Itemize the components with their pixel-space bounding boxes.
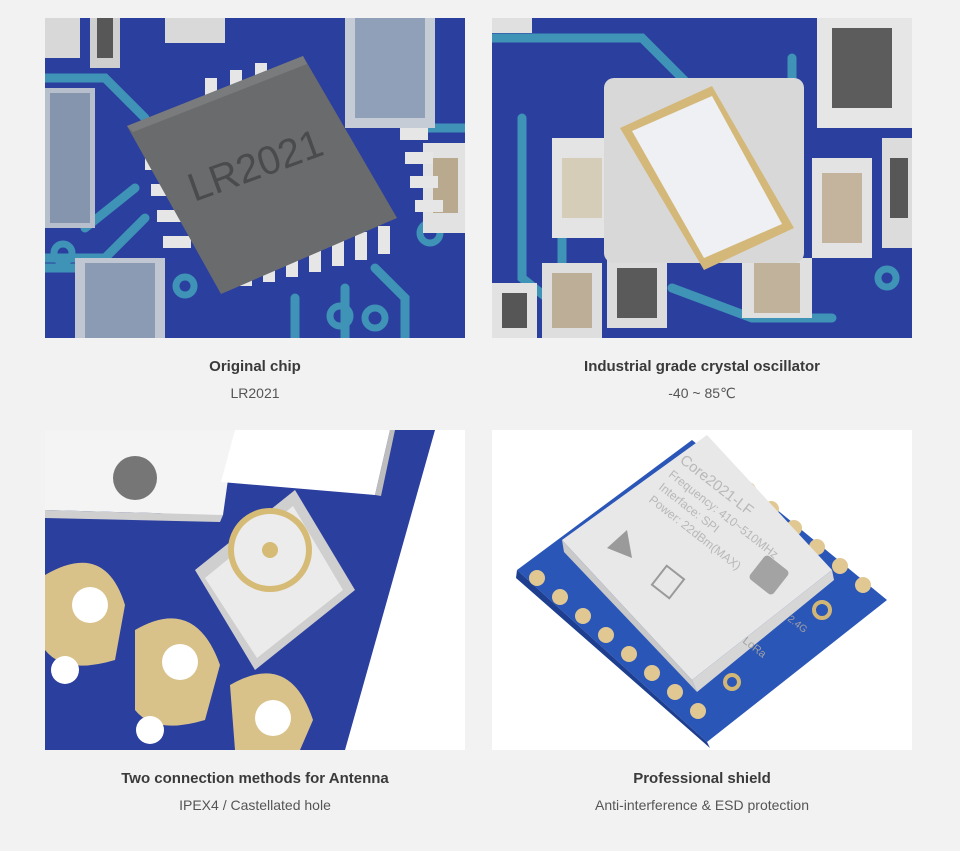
caption: Original chip LR2021 <box>45 358 465 402</box>
card-title: Industrial grade crystal oscillator <box>584 358 820 375</box>
card-subtitle: Anti-interference & ESD protection <box>595 797 809 813</box>
card-subtitle: IPEX4 / Castellated hole <box>179 797 331 813</box>
card-subtitle: LR2021 <box>230 385 280 401</box>
shield-photo: Core2021-LF Frequency: 410~510MHz Interf… <box>492 430 912 750</box>
card-title: Two connection methods for Antenna <box>121 770 389 787</box>
weee-bin-icon <box>650 564 686 600</box>
caption: Two connection methods for Antenna IPEX4… <box>45 770 465 814</box>
caption: Professional shield Anti-interference & … <box>492 770 912 814</box>
chip-closeup-image: LR2021 <box>45 18 465 338</box>
caption: Industrial grade crystal oscillator -40 … <box>492 358 912 402</box>
ipex-connector-icon <box>723 673 741 691</box>
antenna-closeup-image <box>45 430 465 750</box>
ipex-connector-icon <box>812 600 832 620</box>
feature-card-oscillator: Industrial grade crystal oscillator -40 … <box>492 18 912 402</box>
antenna-photo <box>45 430 465 750</box>
brand-logo-icon <box>749 555 789 595</box>
module-image: Core2021-LF Frequency: 410~510MHz Interf… <box>492 430 912 750</box>
feature-card-antenna: Two connection methods for Antenna IPEX4… <box>45 430 465 814</box>
oscillator-closeup-image <box>492 18 912 338</box>
card-subtitle: -40 ~ 85℃ <box>668 385 736 401</box>
feature-card-chip: LR2021 Original chip LR2021 <box>45 18 465 402</box>
feature-card-shield: Core2021-LF Frequency: 410~510MHz Interf… <box>492 430 912 814</box>
card-title: Original chip <box>209 358 301 375</box>
oscillator-photo <box>492 18 912 338</box>
chip-photo: LR2021 <box>45 18 465 338</box>
esd-warning-icon <box>607 530 632 558</box>
card-title: Professional shield <box>633 770 771 787</box>
